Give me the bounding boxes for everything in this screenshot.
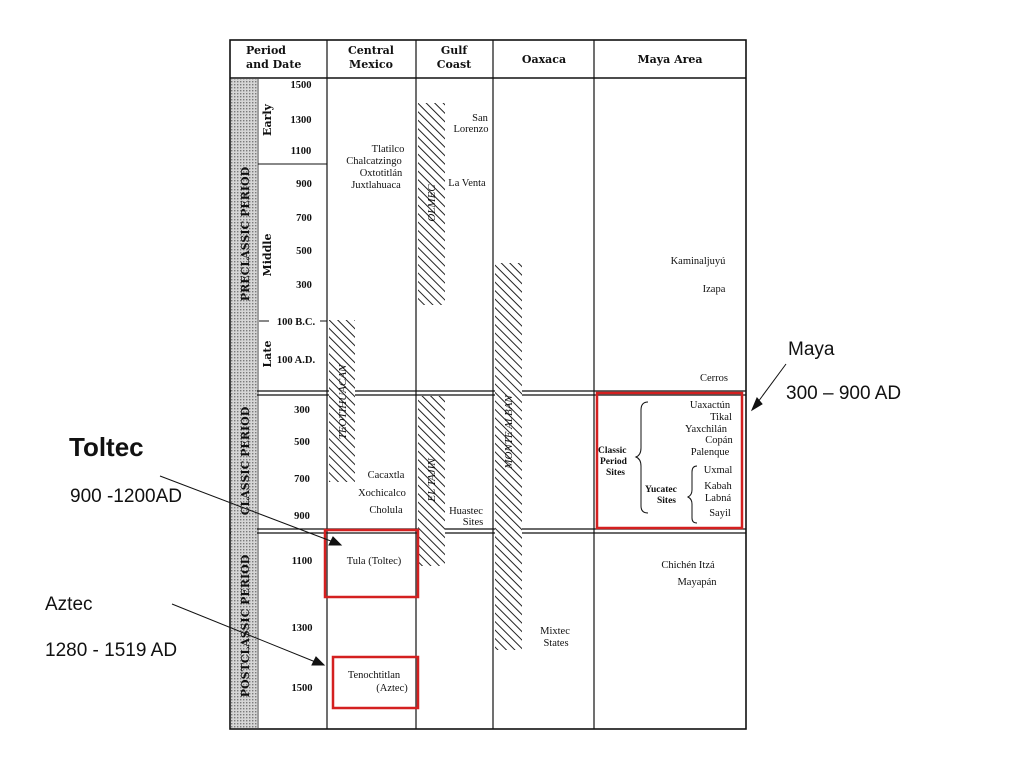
site-tula: Tula (Toltec) [347,556,402,567]
teotihuacan-band [329,320,355,482]
site-mixtec-states: States [543,638,568,649]
period-strip [231,79,257,728]
classic-sites-label-1: Classic [598,446,627,456]
date-900: 900 [296,179,312,190]
date-100bc: 100 B.C. [277,317,316,328]
site-tenochtitlan: Tenochtitlan [348,670,401,681]
site-uaxactun: Uaxactún [690,400,731,411]
date-700: 700 [296,213,312,224]
tenochtitlan-highlight-box [331,655,420,710]
annotation-aztec: Aztec [45,594,93,615]
site-copan: Copán [705,435,733,446]
site-chalcatzingo: Chalcatzingo [346,156,401,167]
aztec-arrow [171,603,319,664]
site-aztec: (Aztec) [376,683,408,694]
annotation-aztec-dates: 1280 - 1519 AD [45,640,177,661]
date-100ad: 100 A.D. [277,355,316,366]
date-700-classic: 700 [294,474,310,485]
classic-sites-label-2: Period [600,457,628,467]
header-coast: Coast [437,58,472,71]
header-oaxaca: Oaxaca [522,53,566,66]
olmec-band [418,103,445,305]
classic-sites-brace [634,401,649,514]
site-labna: Labná [705,493,732,504]
annotation-maya-dates: 300 – 900 AD [786,383,901,404]
early-label: Early [261,103,274,135]
site-xochicalco: Xochicalco [358,488,406,499]
site-mixtec: Mixtec [540,626,570,637]
maya-arrow [754,363,787,407]
site-uxmal: Uxmal [704,465,733,476]
site-juxtlahuaca: Juxtlahuaca [351,180,401,191]
date-1100: 1100 [291,146,311,157]
maya-highlight-box [595,391,744,530]
date-300: 300 [296,280,312,291]
date-1300-post: 1300 [292,623,313,634]
header-gulf: Gulf [441,44,469,57]
site-palenque: Palenque [691,447,730,458]
postclassic-label: POSTCLASSIC PERIOD [239,554,252,697]
header-and-date: and Date [246,58,301,71]
header-period: Period [246,44,286,57]
site-izapa: Izapa [703,284,726,295]
olmec-label: OLMEC [426,184,438,222]
header-maya-area: Maya Area [637,53,702,66]
tula-highlight-box [323,528,420,599]
middle-label: Middle [261,234,274,277]
header-mexico: Mexico [349,58,393,71]
late-label: Late [261,341,274,368]
site-mayapan: Mayapán [677,577,717,588]
annotation-toltec-dates: 900 -1200AD [70,486,182,507]
classic-label: CLASSIC PERIOD [239,406,252,515]
site-san: San [472,113,489,124]
date-300-classic: 300 [294,405,310,416]
teotihuacan-label: TEOTIHUACAN [337,364,349,439]
date-1100-post: 1100 [292,556,312,567]
date-1500-post: 1500 [292,683,313,694]
classic-sites-label-3: Sites [606,468,625,478]
site-la-venta: La Venta [448,178,486,189]
yucatec-label-2: Sites [657,496,676,506]
header-central: Central [348,44,394,57]
site-sayil: Sayil [709,508,731,519]
site-oxtotitlan: Oxtotitlán [360,168,403,179]
site-cerros: Cerros [700,373,728,384]
el-tajin-band [418,396,445,566]
site-lorenzo: Lorenzo [454,124,489,135]
site-yaxchilan: Yaxchilán [685,424,728,435]
site-huastec: Huastec [449,506,483,517]
site-kaminaljuyu: Kaminaljuyú [671,256,727,267]
date-500-classic: 500 [294,437,310,448]
el-tajin-label: EL TAJIN [426,458,438,503]
site-kabah: Kabah [704,481,732,492]
annotation-toltec: Toltec [69,432,144,462]
site-cholula: Cholula [369,505,403,516]
monte-alban-band [495,263,522,650]
table-grid [229,39,747,730]
site-huastec-sites: Sites [463,517,483,528]
date-1300: 1300 [291,115,312,126]
monte-alban-label: MONTE ALBAN [503,395,515,470]
date-1500: 1500 [291,80,312,91]
site-tlatilco: Tlatilco [372,144,405,155]
annotation-maya: Maya [788,339,835,360]
yucatec-sites-brace [686,465,698,524]
yucatec-label-1: Yucatec [645,485,677,495]
site-chichen-itza: Chichén Itzá [661,560,715,571]
date-900-classic: 900 [294,511,310,522]
site-cacaxtla: Cacaxtla [368,470,405,481]
date-500: 500 [296,246,312,257]
toltec-arrow [159,475,337,544]
site-tikal: Tikal [710,412,732,423]
preclassic-label: PRECLASSIC PERIOD [239,166,252,301]
